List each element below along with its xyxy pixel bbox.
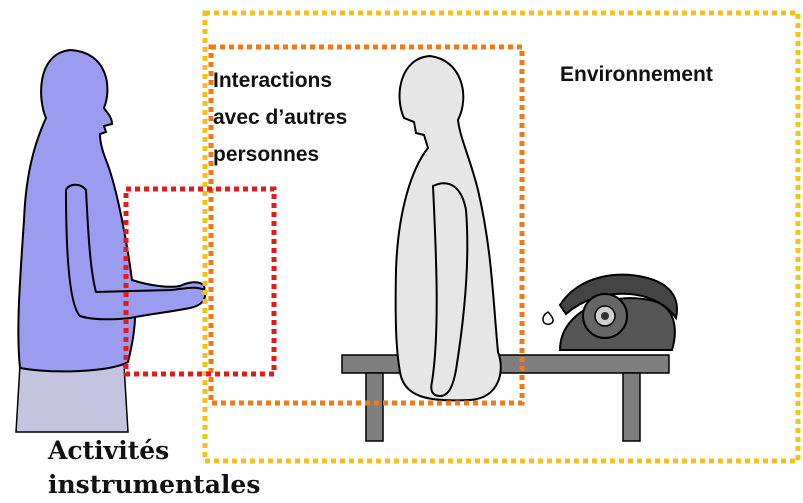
person-silhouette-icon <box>15 48 206 433</box>
activities-frame <box>123 186 277 377</box>
environment-frame <box>202 10 801 464</box>
seated-person-silhouette-icon <box>394 54 502 402</box>
activities-label: Activités instrumentales <box>48 434 260 502</box>
activities-label-line-2: instrumentales <box>48 470 261 499</box>
interactions-label: Interactions avec d’autres personnes <box>213 62 453 173</box>
table-icon <box>341 354 670 442</box>
environment-label: Environnement <box>560 63 713 86</box>
activities-label-line-1: Activités <box>48 436 170 465</box>
interactions-label-line-2: avec d’autres <box>213 106 348 129</box>
interactions-label-line-3: personnes <box>213 143 320 166</box>
rotary-telephone-icon <box>542 273 678 351</box>
interactions-label-line-1: Interactions <box>213 69 333 92</box>
interactions-frame <box>208 44 525 406</box>
